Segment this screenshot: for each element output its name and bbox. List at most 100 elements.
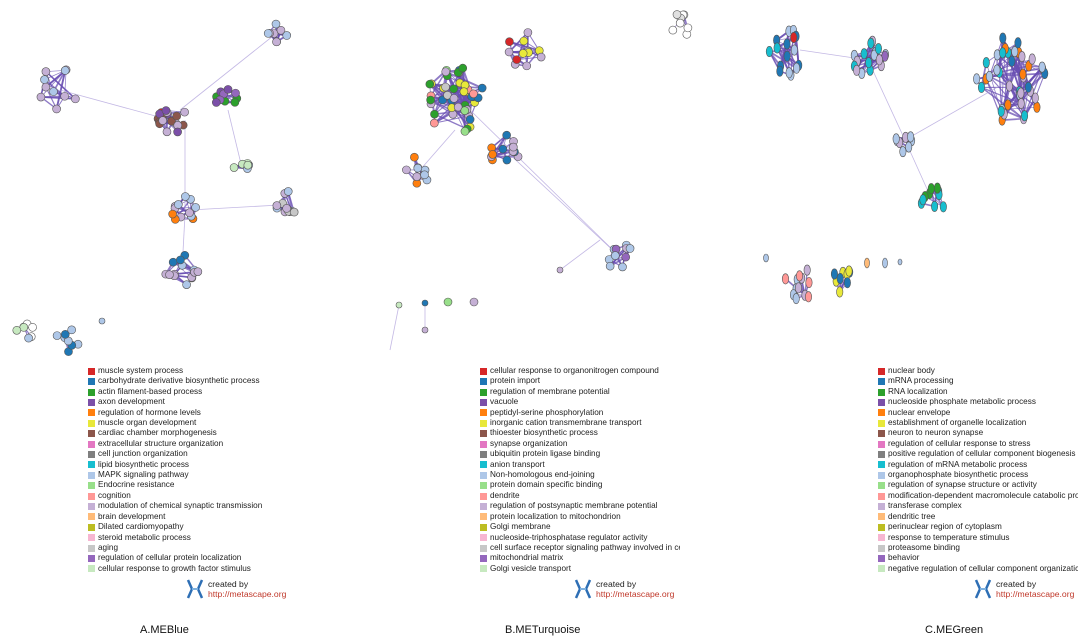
network-node (783, 50, 791, 62)
network-node (60, 91, 69, 101)
legend-item: synapse organization (480, 439, 680, 449)
network-edge (867, 59, 906, 141)
legend-label: organophosphate biosynthetic process (888, 470, 1029, 480)
network-node (1018, 51, 1026, 63)
legend-item: actin filament-based process (88, 387, 288, 397)
network-node (1021, 110, 1029, 122)
credit-link[interactable]: http://metascape.org (208, 589, 287, 599)
legend-label: aging (98, 542, 119, 552)
network-node (191, 203, 200, 212)
legend-label: establishment of organelle localization (888, 418, 1027, 428)
network-node (477, 83, 487, 93)
legend-label: Endocrine resistance (98, 480, 175, 490)
legend-item: muscle organ development (88, 418, 288, 428)
legend-swatch (480, 409, 487, 417)
network-node (512, 55, 522, 64)
legend-label: nucleoside-triphosphatase regulator acti… (490, 532, 648, 542)
network-node (272, 37, 281, 47)
network-node (458, 63, 468, 73)
legend-swatch (480, 461, 487, 469)
metascape-logo-icon (574, 579, 592, 599)
legend-label: regulation of hormone levels (98, 407, 201, 417)
network-node (223, 85, 233, 94)
legend-item: Non-homologous end-joining (480, 470, 680, 480)
legend-label: modification-dependent macromolecule cat… (888, 490, 1078, 500)
legend-item: perinuclear region of cytoplasm (878, 522, 1078, 532)
network-node (672, 10, 682, 19)
network-node (610, 251, 620, 260)
network-node (168, 257, 178, 267)
network-node (522, 61, 532, 71)
legend-item: cellular response to growth factor stimu… (88, 564, 288, 574)
network-node (449, 84, 458, 94)
network-edge (985, 62, 1002, 112)
network-node (794, 282, 802, 294)
network-node (174, 200, 183, 209)
network-node (519, 36, 529, 46)
legend-label: Non-homologous end-joining (490, 470, 595, 480)
panel-label-c: C.MEGreen (925, 624, 984, 636)
legend-swatch (480, 502, 487, 510)
legend-item: carbohydrate derivative biosynthetic pro… (88, 376, 288, 386)
network-node (985, 70, 993, 82)
network-node (919, 194, 927, 206)
network-node (804, 291, 812, 303)
legend-item: steroid metabolic process (88, 533, 288, 543)
legend-label: regulation of mRNA metabolic process (888, 459, 1028, 469)
network-edge (1022, 76, 1026, 116)
network-node (180, 107, 189, 117)
network-node (897, 258, 903, 266)
network-node (421, 326, 429, 334)
network-node (212, 98, 221, 107)
legend-swatch (878, 378, 885, 386)
legend-label: axon development (98, 397, 165, 407)
legend-label: peptidyl-serine phosphorylation (490, 407, 604, 417)
network-node (776, 65, 784, 77)
legend-item: thioester biosynthetic process (480, 428, 680, 438)
panel-label-b: B.METurquoise (505, 624, 581, 636)
legend-label: muscle organ development (98, 418, 197, 428)
network-node (229, 163, 239, 172)
legend-swatch (88, 450, 95, 458)
network-node (536, 52, 546, 62)
network-node (1038, 61, 1046, 73)
legend-item: cell junction organization (88, 449, 288, 459)
credit-line1: created by (996, 579, 1037, 589)
network-node (449, 94, 459, 103)
legend-item: anion transport (480, 460, 680, 470)
network-node (793, 62, 801, 74)
network-node (843, 277, 851, 289)
network-node (618, 262, 627, 272)
legend-panel-b: cellular response to organonitrogen comp… (480, 366, 680, 574)
legend-label: protein domain specific binding (490, 480, 603, 490)
legend-swatch (88, 502, 95, 510)
legend-item: dendritic tree (878, 512, 1078, 522)
legend-label: protein import (490, 376, 541, 386)
network-node (282, 31, 292, 40)
legend-swatch (878, 482, 885, 490)
network-node (882, 257, 888, 269)
legend-item: protein import (480, 376, 680, 386)
legend-item: MAPK signaling pathway (88, 470, 288, 480)
legend-item: nuclear envelope (878, 408, 1078, 418)
network-node (1004, 99, 1012, 111)
credit-link[interactable]: http://metascape.org (996, 589, 1075, 599)
network-node (502, 155, 512, 165)
legend-label: anion transport (490, 459, 545, 469)
network-node (999, 47, 1007, 59)
credit-link[interactable]: http://metascape.org (596, 589, 675, 599)
legend-item: neuron to neuron synapse (878, 428, 1078, 438)
legend-label: extracellular structure organization (98, 438, 224, 448)
legend-item: cardiac chamber morphogenesis (88, 428, 288, 438)
network-node (933, 182, 941, 194)
legend-swatch (878, 430, 885, 438)
network-node (498, 144, 508, 154)
network-node (892, 133, 900, 145)
network-node (60, 330, 70, 339)
legend-label: mitochondrial matrix (490, 553, 564, 563)
network-edge (45, 71, 76, 100)
legend-label: cognition (98, 490, 131, 500)
legend-swatch (88, 409, 95, 417)
